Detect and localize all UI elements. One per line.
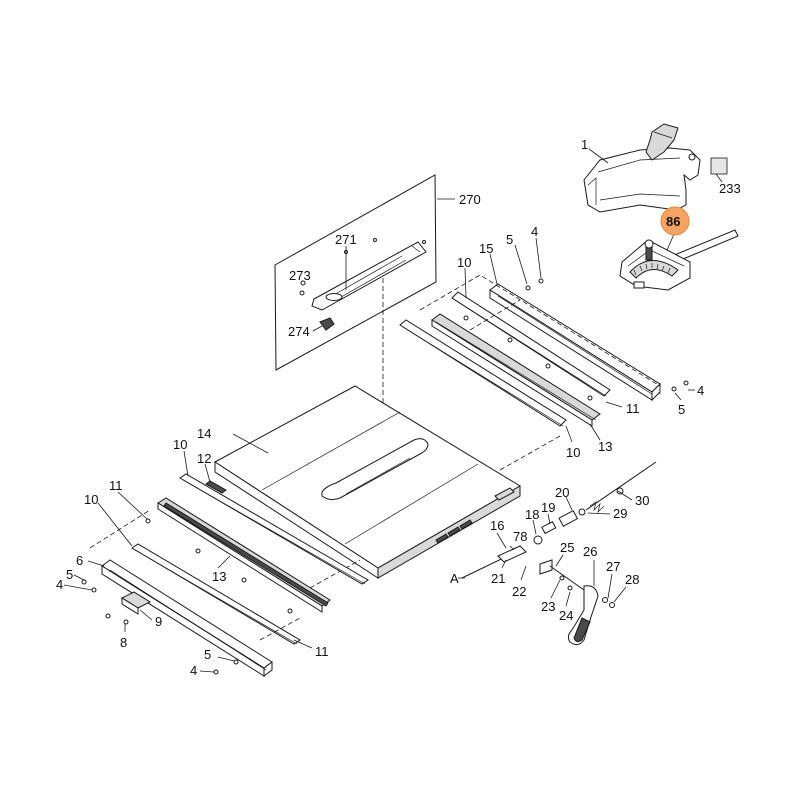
callout-8: 8	[120, 635, 127, 650]
callout-5a: 5	[506, 232, 513, 247]
left-side-strip	[205, 480, 227, 494]
callout-21: 21	[491, 571, 505, 586]
blade-guard-assembly	[583, 123, 701, 213]
callout-10c: 10	[173, 437, 187, 452]
right-front-rail	[489, 283, 661, 402]
callout-23: 23	[541, 599, 555, 614]
callout-1: 1	[581, 137, 588, 152]
highlight-marker[interactable]	[660, 206, 690, 236]
callout-11c: 11	[315, 644, 329, 659]
callout-4c: 4	[56, 577, 63, 592]
callout-25: 25	[560, 540, 574, 555]
callout-5b: 5	[678, 402, 685, 417]
callout-271: 271	[335, 232, 357, 247]
callout-4b: 4	[697, 383, 704, 398]
callout-26: 26	[583, 544, 597, 559]
right-rear-rail	[431, 313, 601, 427]
callout-6: 6	[76, 553, 83, 568]
left-lower-bar	[131, 543, 301, 645]
callout-9: 9	[155, 614, 162, 629]
table-top	[214, 385, 521, 579]
callout-78: 78	[513, 529, 527, 544]
callout-4d: 4	[190, 663, 197, 678]
callout-29: 29	[613, 506, 627, 521]
callout-13a: 13	[598, 439, 612, 454]
callout-27: 27	[606, 559, 620, 574]
throat-plate-box	[274, 174, 437, 371]
callout-14: 14	[197, 426, 211, 441]
callout-270: 270	[459, 192, 481, 207]
callout-20: 20	[555, 485, 569, 500]
left-front-rail	[101, 559, 273, 677]
left-extension-bar	[179, 473, 369, 585]
label-sticker	[710, 157, 728, 175]
callout-10b: 10	[566, 445, 580, 460]
callout-28: 28	[625, 572, 639, 587]
callout-30: 30	[635, 493, 649, 508]
right-extension-bar	[451, 291, 611, 397]
callout-11a: 11	[626, 401, 640, 416]
miter-gauge	[619, 229, 739, 291]
callout-18: 18	[525, 507, 539, 522]
callout-86[interactable]: 86	[666, 214, 680, 229]
callout-22: 22	[512, 584, 526, 599]
callout-11b: 11	[109, 478, 123, 493]
callout-15: 15	[479, 241, 493, 256]
callout-4a: 4	[531, 224, 538, 239]
left-rear-rail	[157, 497, 331, 613]
callout-5c: 5	[66, 567, 73, 582]
callout-274: 274	[288, 324, 310, 339]
callout-24: 24	[559, 608, 573, 623]
callout-13b: 13	[212, 569, 226, 584]
callout-16: 16	[490, 518, 504, 533]
callout-A: A	[450, 571, 459, 586]
callout-10a: 10	[457, 255, 471, 270]
callout-12: 12	[197, 451, 211, 466]
right-lower-bar	[399, 319, 567, 427]
callout-5d: 5	[204, 647, 211, 662]
callout-19: 19	[541, 500, 555, 515]
callout-233: 233	[719, 181, 741, 196]
highlight-callout-86[interactable]: 86	[660, 206, 690, 236]
fence-clamp-block	[120, 591, 152, 615]
callout-10d: 10	[84, 492, 98, 507]
bevel-mechanism	[461, 461, 657, 646]
callout-273: 273	[289, 268, 311, 283]
